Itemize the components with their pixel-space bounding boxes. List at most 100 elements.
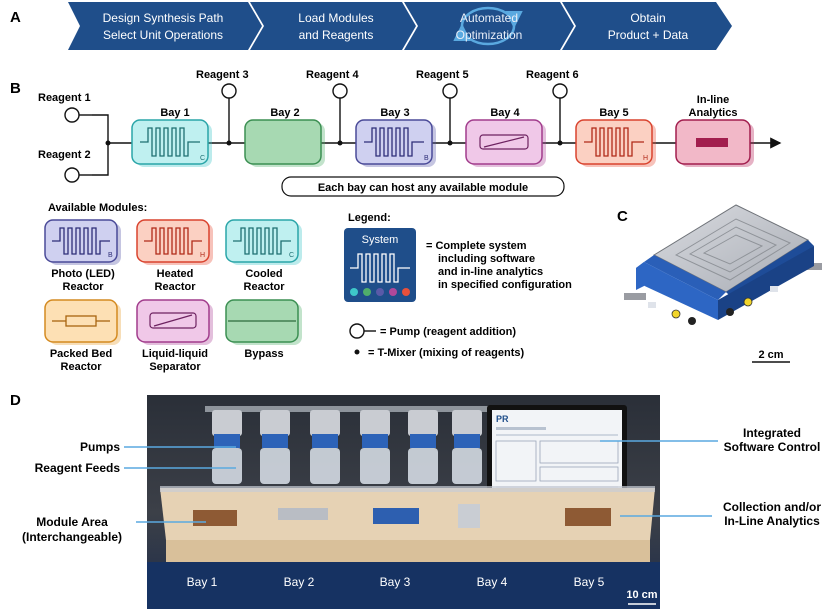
bay-note-box	[281, 176, 565, 197]
pump-icon	[64, 107, 92, 123]
module-photo-line1: Photo (LED)	[51, 268, 115, 280]
inline-analytics-line1: In-line	[697, 94, 729, 106]
legend-title: Legend:	[348, 212, 391, 224]
module-packed-line1: Packed Bed	[50, 348, 112, 360]
system-legend-icon: System	[344, 228, 416, 302]
workflow-step-3-line2: Optimization	[456, 28, 523, 42]
system-label: System	[362, 234, 399, 246]
module-cooled-reactor: C Cooled Reactor	[225, 219, 302, 293]
module-photo-line2: Reactor	[63, 281, 105, 293]
software-monitor: PR	[487, 405, 627, 503]
pump-icon	[332, 83, 348, 99]
workflow-step-2-line2: and Reagents	[299, 28, 374, 42]
bay-2-label: Bay 2	[270, 107, 299, 119]
label-pumps: Pumps	[80, 440, 120, 454]
module-separator-line1: Liquid-liquid	[142, 348, 208, 360]
panel-label-c: C	[617, 208, 628, 225]
pump-icon	[552, 83, 568, 99]
available-modules-title: Available Modules:	[48, 202, 147, 214]
t-mixer-legend-dot	[354, 349, 360, 355]
photo-bay-4: Bay 4	[477, 575, 508, 589]
bay-4: Bay 4	[465, 107, 546, 167]
module-heated-reactor: H Heated Reactor	[136, 219, 213, 293]
bay-1-module-letter: C	[200, 155, 205, 162]
reagent-5-label: Reagent 5	[416, 69, 469, 81]
bay-4-label: Bay 4	[490, 107, 520, 119]
label-collection-2: In-Line Analytics	[724, 514, 820, 528]
reagent-2-label: Reagent 2	[38, 149, 91, 161]
module-bypass-line1: Bypass	[244, 348, 283, 360]
inline-analytics: In-line Analytics	[675, 94, 754, 167]
panel-label-d: D	[10, 392, 21, 409]
bay-1: Bay 1 C	[131, 107, 212, 167]
workflow-step-3: Automated Optimization	[404, 2, 574, 50]
bay-2: Bay 2	[244, 107, 325, 167]
module-separator-line2: Separator	[149, 361, 201, 373]
bay-5-label: Bay 5	[599, 107, 628, 119]
pump-legend-text: = Pump (reagent addition)	[380, 326, 516, 338]
reagent-6-pump: Reagent 6	[526, 69, 579, 146]
reagent-4-pump: Reagent 4	[306, 69, 359, 146]
workflow-step-4-line1: Obtain	[630, 11, 665, 25]
bay-1-label: Bay 1	[160, 107, 189, 119]
bay-5: Bay 5 H	[575, 107, 656, 167]
reagent-3-pump: Reagent 3	[196, 69, 249, 146]
bay-note: Each bay can host any available module	[318, 182, 528, 194]
label-software-1: Integrated	[743, 426, 801, 440]
cycle-arrows-icon	[453, 6, 523, 46]
module-photo-c	[624, 204, 822, 325]
scale-d-label: 10 cm	[626, 589, 657, 601]
label-collection-1: Collection and/or	[723, 500, 821, 514]
inline-analytics-line2: Analytics	[689, 107, 738, 119]
photo-d: PR Bay 1 Bay 2 Bay 3 Bay 4 Bay 5 10 cm	[147, 395, 660, 609]
module-cooled-line1: Cooled	[245, 268, 282, 280]
module-heated-line2: Reactor	[155, 281, 197, 293]
label-module-area-2: (Interchangeable)	[22, 530, 122, 544]
module-photo-letter: B	[108, 252, 113, 259]
pump-icon	[221, 83, 237, 99]
workflow-step-4-line2: Product + Data	[608, 28, 689, 42]
label-reagent-feeds: Reagent Feeds	[35, 461, 121, 475]
label-module-area-1: Module Area	[36, 515, 108, 529]
module-bypass: Bypass	[225, 299, 302, 360]
workflow-step-2-line1: Load Modules	[298, 11, 373, 25]
pump-legend-icon	[349, 323, 376, 339]
reagent-3-label: Reagent 3	[196, 69, 249, 81]
reagent-5-pump: Reagent 5	[416, 69, 469, 146]
bay-5-module-letter: H	[643, 155, 648, 162]
module-photo-reactor: B Photo (LED) Reactor	[44, 219, 121, 293]
label-software-2: Software Control	[724, 440, 821, 454]
reagent-1-label: Reagent 1	[38, 92, 91, 104]
module-heated-line1: Heated	[157, 268, 194, 280]
legend-desc-4: in specified configuration	[438, 279, 572, 291]
legend-desc-3: and in-line analytics	[438, 266, 543, 278]
panel-label-b: B	[10, 80, 21, 97]
photo-bay-5: Bay 5	[574, 575, 605, 589]
module-cooled-letter: C	[289, 252, 294, 259]
module-packed-bed-reactor: Packed Bed Reactor	[44, 299, 121, 373]
reagent-4-label: Reagent 4	[306, 69, 359, 81]
pump-bottles	[212, 410, 482, 484]
photo-bay-3: Bay 3	[380, 575, 411, 589]
workflow-step-1-line2: Select Unit Operations	[103, 28, 223, 42]
bay-3-label: Bay 3	[380, 107, 409, 119]
photo-bay-1: Bay 1	[187, 575, 218, 589]
workflow-step-1-line1: Design Synthesis Path	[103, 11, 224, 25]
panel-label-a: A	[10, 9, 21, 26]
pump-icon	[442, 83, 458, 99]
module-heated-letter: H	[200, 252, 205, 259]
module-cooled-line2: Reactor	[244, 281, 286, 293]
workflow-step-2: Load Modules and Reagents	[250, 2, 416, 50]
bay-3: Bay 3 B	[355, 107, 436, 167]
screen-logo: PR	[496, 414, 509, 424]
photo-bay-2: Bay 2	[284, 575, 315, 589]
module-liquid-separator: Liquid-liquid Separator	[136, 299, 213, 373]
workflow-step-4: Obtain Product + Data	[562, 2, 732, 50]
scale-c-label: 2 cm	[758, 349, 783, 361]
legend-desc-2: including software	[438, 253, 535, 265]
module-packed-line2: Reactor	[61, 361, 103, 373]
workflow-steps: Design Synthesis Path Select Unit Operat…	[68, 2, 732, 50]
workflow-step-3-line1: Automated	[460, 11, 518, 25]
reagent-6-label: Reagent 6	[526, 69, 579, 81]
